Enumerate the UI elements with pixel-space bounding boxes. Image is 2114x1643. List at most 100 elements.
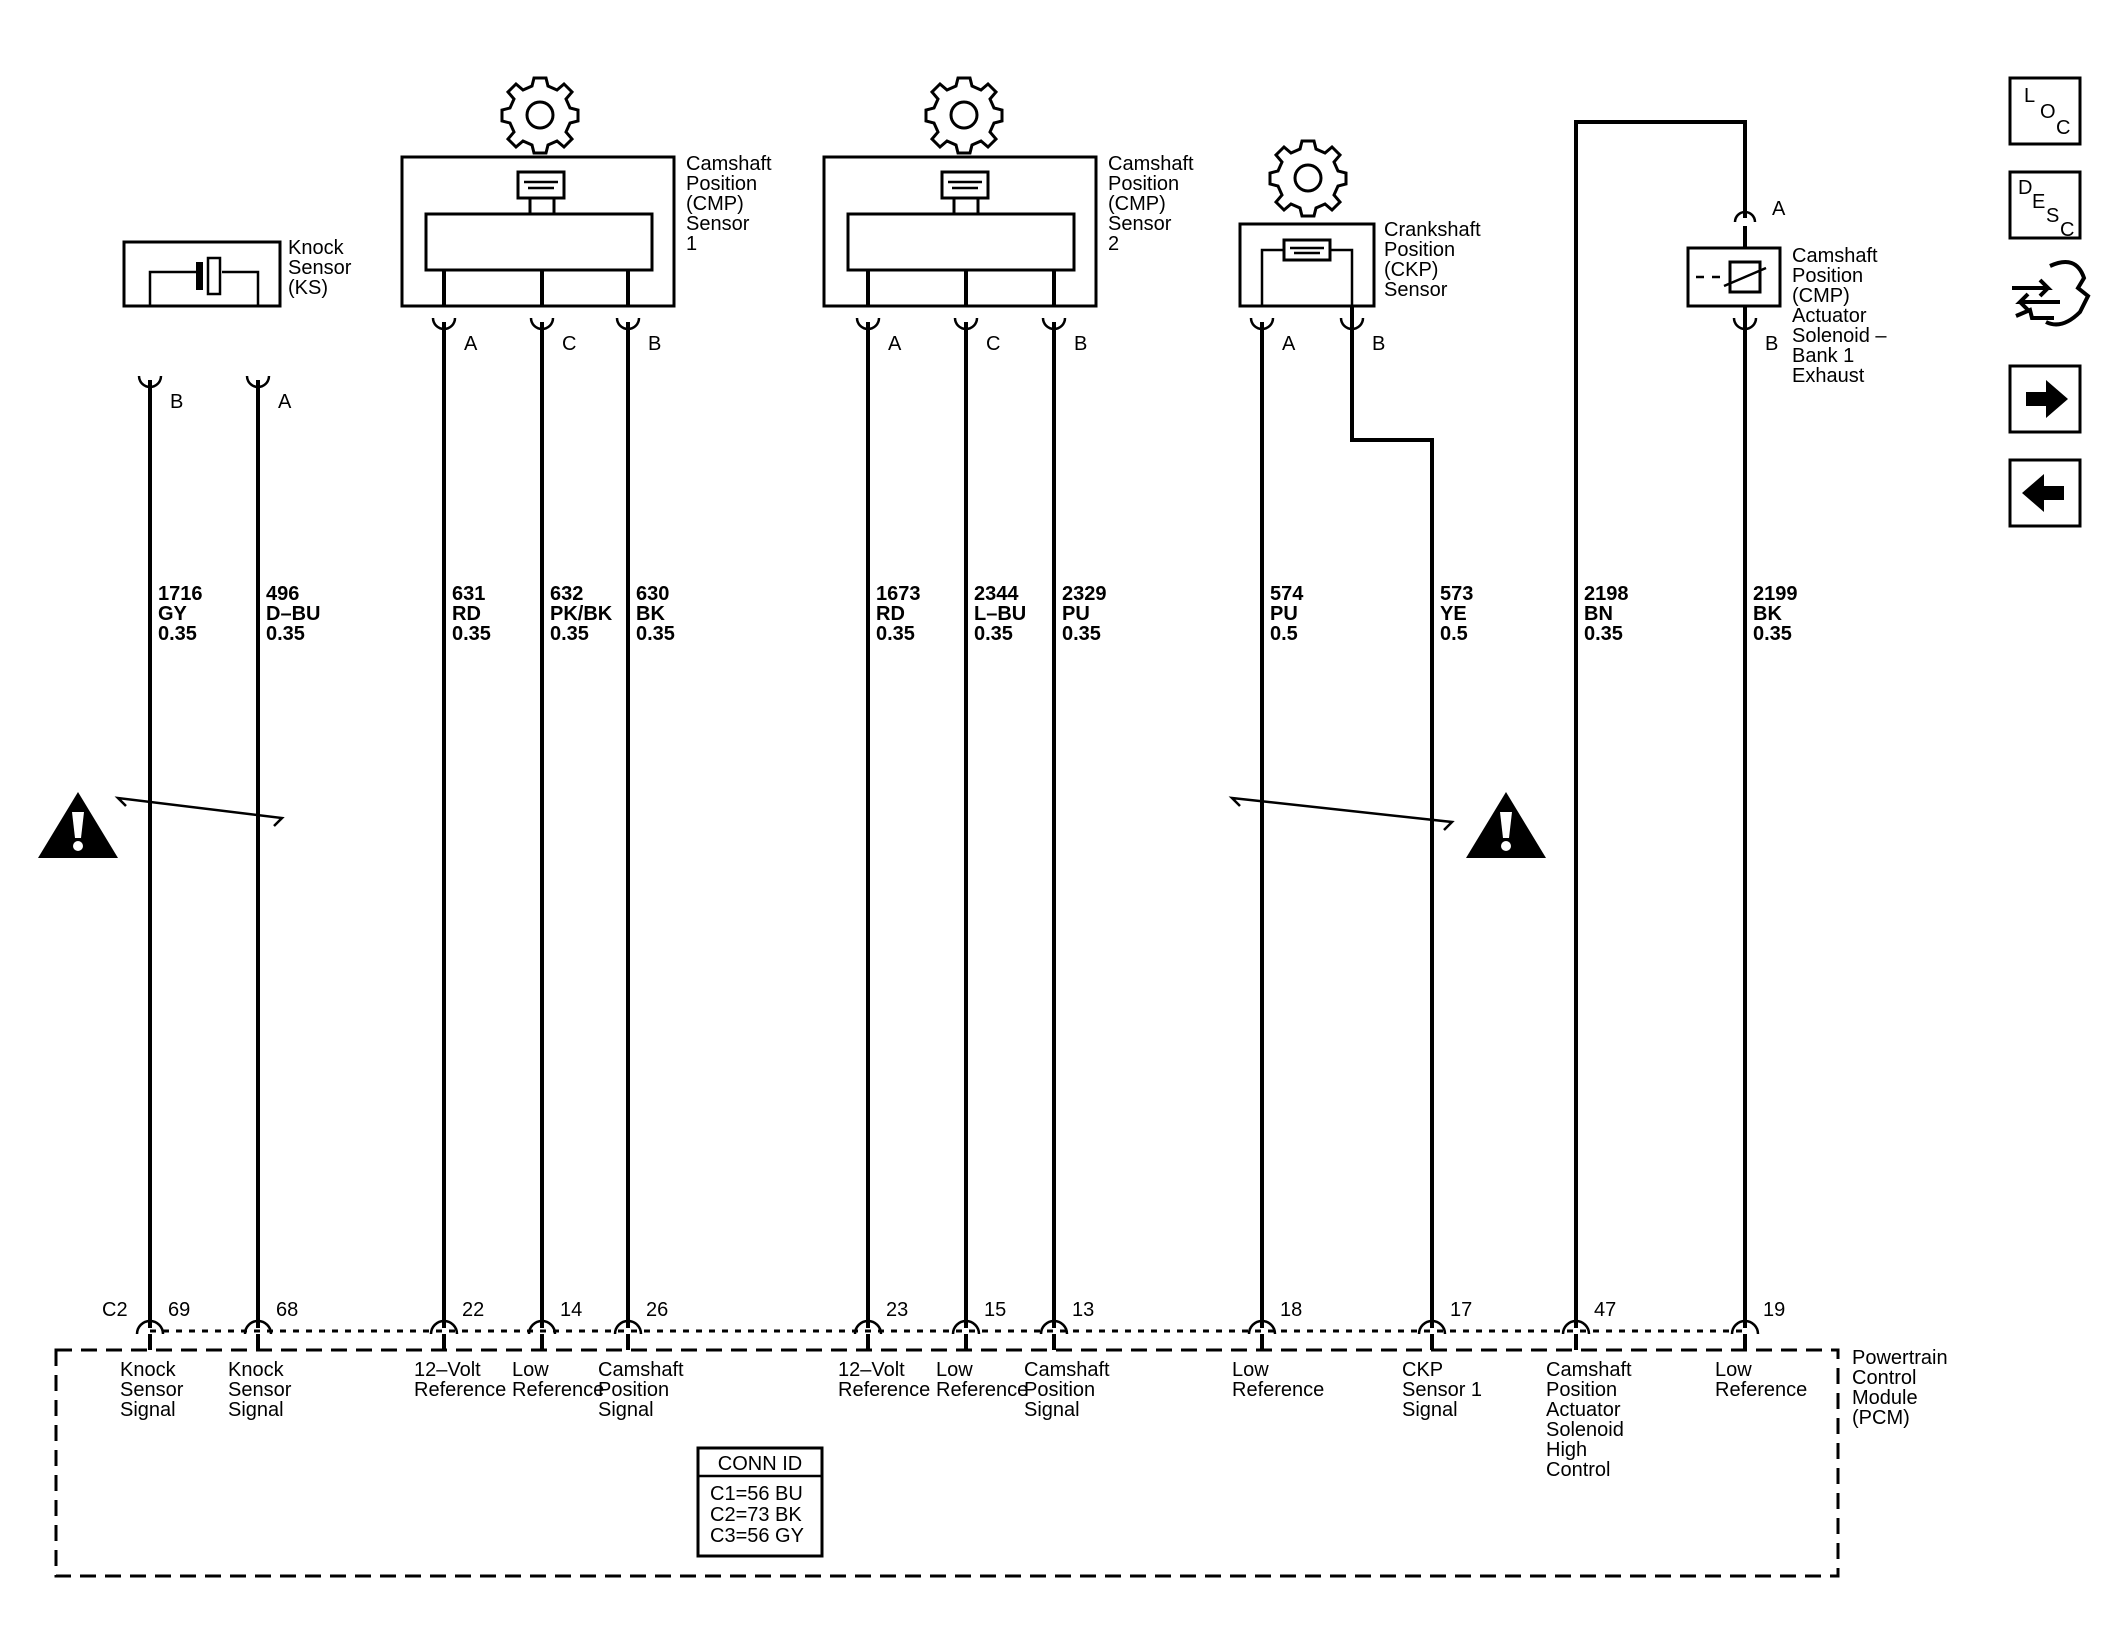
pcm-pin-number: 23 [886, 1299, 908, 1321]
sensor-terminal [1732, 317, 1758, 331]
pcm-terminal [429, 1319, 459, 1335]
wire-color: YE [1440, 603, 1467, 625]
cmp-sensor-2: Camshaft Position (CMP) Sensor 2 [822, 76, 1194, 308]
knock-sensor-label-line: Knock [288, 237, 345, 259]
svg-text:D: D [2018, 177, 2032, 199]
sensor-pin-label: C [986, 333, 1000, 355]
connector-repair-icon[interactable] [2012, 260, 2091, 327]
cmp-sensor-1-label-line: Camshaft [686, 153, 772, 175]
pcm-terminal [243, 1319, 273, 1335]
sensor-pin-label: A [464, 333, 478, 355]
connector-id-line: C2=73 BK [710, 1504, 802, 1526]
pcm-function-label: Knock [228, 1359, 285, 1381]
pcm-function-label: 12–Volt [838, 1359, 905, 1381]
pcm-function-label: Sensor [120, 1379, 184, 1401]
sensor-terminal [855, 317, 881, 331]
pcm-terminal [527, 1319, 557, 1335]
pcm-function-label: Reference [1232, 1379, 1324, 1401]
arrow-right-icon [2026, 380, 2068, 418]
pcm-pin-number: 18 [1280, 1299, 1302, 1321]
sensor-pin-label: B [648, 333, 661, 355]
cmp-sensor-2-body [846, 212, 1076, 272]
cmp-sensor-1-label-line: Sensor [686, 213, 750, 235]
svg-text:O: O [2040, 101, 2056, 123]
wire-color: RD [876, 603, 905, 625]
sensor-pin-label: B [1074, 333, 1087, 355]
svg-text:E: E [2032, 191, 2045, 213]
wire-color: BK [636, 603, 665, 625]
pcm-function-label: CKP [1402, 1359, 1443, 1381]
wire-color: PU [1062, 603, 1090, 625]
pcm-function-label: Camshaft [1024, 1359, 1110, 1381]
actuator-label-line: Camshaft [1792, 245, 1878, 267]
sensor-pin-label: B [1372, 333, 1385, 355]
pcm-pin-number: 13 [1072, 1299, 1094, 1321]
cmp-sensor-2-label-line: Position [1108, 173, 1179, 195]
cmp-sensor-1-body [424, 212, 654, 272]
hall-element-icon [524, 180, 558, 190]
knock-sensor: Knock Sensor (KS) [122, 237, 352, 308]
caution-icon [1466, 792, 1546, 858]
location-button[interactable]: L O C [2008, 76, 2082, 146]
pcm-pin-number: 19 [1763, 1299, 1785, 1321]
sensor-terminal [1249, 317, 1275, 331]
pcm-function-label: Low [1715, 1359, 1752, 1381]
sensor-terminal [953, 317, 979, 331]
wire-gauge: 0.5 [1270, 623, 1298, 645]
pcm-function-label: Reference [512, 1379, 604, 1401]
connector-id-title: CONN ID [718, 1453, 802, 1475]
previous-page-button[interactable] [2008, 458, 2082, 528]
pcm-terminal [853, 1319, 883, 1335]
pcm-pin-number: 47 [1594, 1299, 1616, 1321]
next-page-button[interactable] [2008, 364, 2082, 434]
circuit-number: 574 [1270, 583, 1304, 605]
hall-element-icon [948, 180, 982, 190]
wire-color: BK [1753, 603, 1782, 625]
cmp-sensor-2-label-line: (CMP) [1108, 193, 1166, 215]
circuit-number: 1673 [876, 583, 921, 605]
wire-gauge: 0.5 [1440, 623, 1468, 645]
circuit-number: 2198 [1584, 583, 1629, 605]
pcm-function-label: Reference [414, 1379, 506, 1401]
pcm-pin-number: 17 [1450, 1299, 1472, 1321]
pcm-terminal [613, 1319, 643, 1335]
pcm-pin-number: 22 [462, 1299, 484, 1321]
actuator-label-line: Bank 1 [1792, 345, 1854, 367]
wire-color: GY [158, 603, 188, 625]
pcm-function-label: Control [1546, 1459, 1610, 1481]
pcm-label-line: (PCM) [1852, 1407, 1910, 1429]
pcm-function-label: Reference [936, 1379, 1028, 1401]
caution-icon [38, 792, 118, 858]
sensor-terminal [1041, 317, 1067, 331]
sensor-pin-label: B [1765, 333, 1778, 355]
pcm-function-label: Low [1232, 1359, 1269, 1381]
pcm-terminal [1561, 1319, 1591, 1335]
wire-color: PU [1270, 603, 1298, 625]
pcm-module: C2 Powertrain Control Module (PCM) CONN … [54, 1299, 1948, 1578]
pcm-terminal [1247, 1319, 1277, 1335]
wire-gauge: 0.35 [876, 623, 915, 645]
circuit-number: 496 [266, 583, 299, 605]
twisted-pair-marker [1228, 796, 1455, 831]
svg-text:C: C [2060, 219, 2074, 241]
pcm-pin-number: 26 [646, 1299, 668, 1321]
description-button[interactable]: D E S C [2008, 170, 2082, 241]
wire-gauge: 0.35 [1753, 623, 1792, 645]
knock-sensor-label-line: Sensor [288, 257, 352, 279]
sensor-pin-label: C [562, 333, 576, 355]
circuit-number: 632 [550, 583, 583, 605]
sensor-pin-label: B [170, 391, 183, 413]
sensor-terminal [529, 317, 555, 331]
pcm-pin-number: 68 [276, 1299, 298, 1321]
actuator-label-line: (CMP) [1792, 285, 1850, 307]
sensor-terminal [431, 317, 457, 331]
cmp-sensor-2-label-line: 2 [1108, 233, 1119, 255]
pcm-function-label: Actuator [1546, 1399, 1621, 1421]
ckp-sensor-label-line: Position [1384, 239, 1455, 261]
gear-icon [1268, 139, 1348, 218]
wire-color: L–BU [974, 603, 1026, 625]
twisted-pair-marker [114, 796, 285, 827]
sensor-pin-label: A [278, 391, 292, 413]
pcm-function-label: Signal [1024, 1399, 1080, 1421]
